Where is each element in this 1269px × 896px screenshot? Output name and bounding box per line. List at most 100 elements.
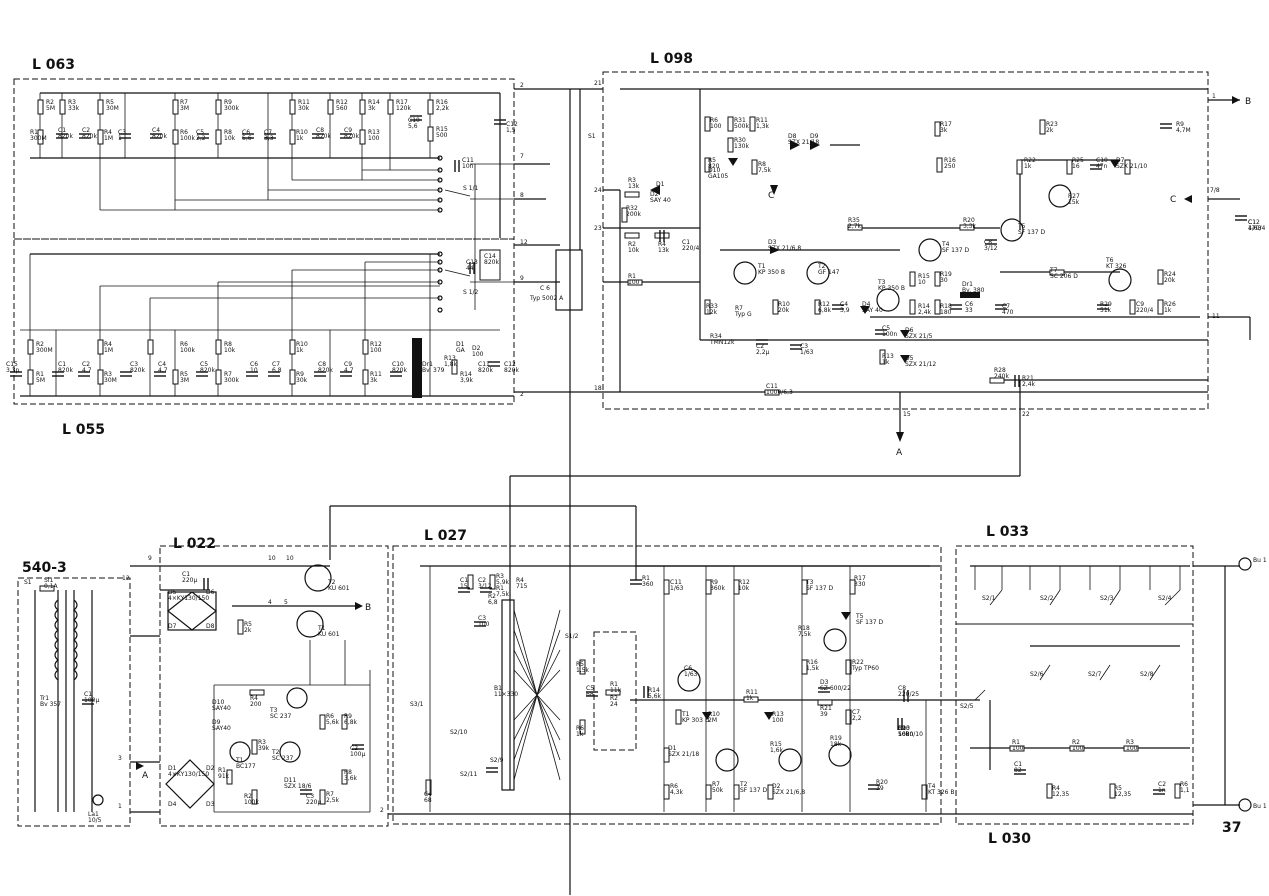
component-ref: R22 <box>1024 157 1036 164</box>
component-ref: Tr1 <box>39 695 49 702</box>
component-ref: R17 <box>396 99 408 106</box>
component-value: 820 <box>708 163 720 170</box>
l033-switches <box>974 557 1252 812</box>
component-value: SF 137 D <box>806 585 834 592</box>
component-value: 2k <box>1046 127 1054 134</box>
box-l030 <box>955 623 1194 825</box>
component-value: 82 <box>1014 767 1022 774</box>
component-ref: R20 <box>963 217 975 224</box>
component-ref: R5 <box>106 99 114 106</box>
component-value: 7,5k <box>798 631 812 638</box>
component-ref: D3 <box>820 679 829 686</box>
component-value: 4,7M <box>1176 127 1191 134</box>
terminal-number: 11 <box>1212 313 1220 320</box>
component-value: 1,8k <box>444 361 458 368</box>
component-ref: S2/11 <box>460 771 477 778</box>
component-label: S2/2 <box>1040 595 1054 602</box>
component-value: 10k <box>738 585 750 592</box>
terminal-number: 2 <box>520 82 524 89</box>
component-ref: T4 <box>941 241 950 248</box>
component-value: 10 <box>250 367 258 374</box>
component-value: 5,6k <box>648 693 662 700</box>
component-ref: C2 <box>82 127 90 134</box>
component-label: S3/1 <box>410 701 424 708</box>
component-ref: Dr1 <box>422 361 433 368</box>
component-label: S2/9 <box>490 757 504 764</box>
component-value: SZX 18/6 <box>284 783 312 790</box>
component-ref: D4 <box>168 801 177 808</box>
component-ref: R31 <box>734 117 746 124</box>
component-ref: D3 <box>206 801 215 808</box>
component-value: 20k <box>778 307 790 314</box>
bu1-connector-top <box>1238 557 1252 571</box>
component-ref: B1 <box>494 685 502 692</box>
component-ref: D1 <box>656 181 665 188</box>
component-value: 3k <box>940 127 948 134</box>
output-a-label-l022: A <box>142 771 149 781</box>
component-value: 5M <box>36 377 45 384</box>
component-value: 33k <box>68 105 80 112</box>
component-ref: C10 <box>898 725 910 732</box>
component-ref: D8 <box>206 623 215 630</box>
terminal-number: 23 <box>594 225 602 232</box>
component-label: D3 <box>206 801 215 808</box>
component-value: 10k <box>224 347 236 354</box>
component-ref: C7 <box>852 709 860 716</box>
c6-label: C 6 <box>540 285 550 292</box>
component-value: 820k <box>478 367 493 374</box>
component-value: 100μ <box>84 697 99 704</box>
component-value: 30M <box>104 377 117 384</box>
component-value: 560 <box>336 105 348 112</box>
component-ref: S2/2 <box>1040 595 1054 602</box>
component-ref: D9 <box>810 133 819 140</box>
component-value: 30M <box>106 105 119 112</box>
component-ref: D7 <box>1116 157 1125 164</box>
module-labels: L 063 L 098 L 055 L 022 540-3 L 027 L 03… <box>22 51 1241 847</box>
component-value: 2,2 <box>852 715 862 722</box>
component-value: 2,2μ <box>756 349 770 356</box>
typ-5002-label: Typ 5002 A <box>529 295 564 302</box>
component-ref: R21 <box>820 705 832 712</box>
output-markers <box>136 96 1240 770</box>
component-value: Typ TP60 <box>851 665 879 672</box>
component-ref: D8 <box>788 133 797 140</box>
component-value: SZX 21/18 <box>788 139 819 146</box>
component-ref: R25 <box>1072 157 1084 164</box>
terminal-number: 24 <box>594 187 602 194</box>
component-ref: R17 <box>940 121 952 128</box>
component-ref: C7 <box>272 361 280 368</box>
terminal-number: 7/8 <box>1210 187 1220 194</box>
component-value: 20k <box>1164 277 1176 284</box>
component-value: 1k <box>1024 163 1032 170</box>
component-value: 15k <box>1068 199 1080 206</box>
component-ref: R9 <box>1176 121 1184 128</box>
component-label: D2 <box>206 765 215 772</box>
component-value: 1,3k <box>756 123 770 130</box>
component-ref: C4 <box>840 301 848 308</box>
component-ref: D3 <box>768 239 777 246</box>
